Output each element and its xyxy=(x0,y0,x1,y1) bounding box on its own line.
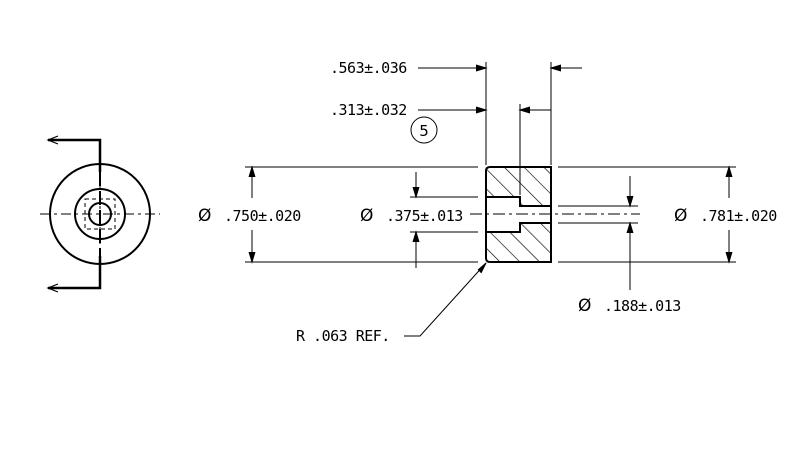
diameter-symbol-right: Ø xyxy=(674,206,687,226)
diameter-symbol-counterbore: Ø xyxy=(360,206,373,226)
part-outline xyxy=(485,166,552,263)
section-cut-line xyxy=(48,138,102,172)
diameter-symbol-hole: Ø xyxy=(578,296,591,316)
end-view xyxy=(40,135,160,293)
dimension-lines xyxy=(245,62,736,337)
dim-edge-radius: R .063 REF. xyxy=(296,327,390,345)
dim-outer-diameter-right: .781±.020 xyxy=(700,207,777,225)
dim-counterbore-depth: .313±.032 xyxy=(330,101,407,119)
dim-counterbore-diameter: .375±.013 xyxy=(386,207,463,225)
dim-length-overall: .563±.036 xyxy=(330,59,407,77)
section-view xyxy=(470,166,640,263)
hatch-upper xyxy=(486,167,551,206)
note-balloon: 5 xyxy=(410,116,438,144)
dim-outer-diameter-left: .750±.020 xyxy=(224,207,301,225)
hatch-lower xyxy=(486,223,551,262)
diameter-symbol-left: Ø xyxy=(198,206,211,226)
section-cut-line-lower xyxy=(48,256,102,290)
note-balloon-number: 5 xyxy=(419,122,429,140)
dim-hole-diameter: .188±.013 xyxy=(604,297,681,315)
